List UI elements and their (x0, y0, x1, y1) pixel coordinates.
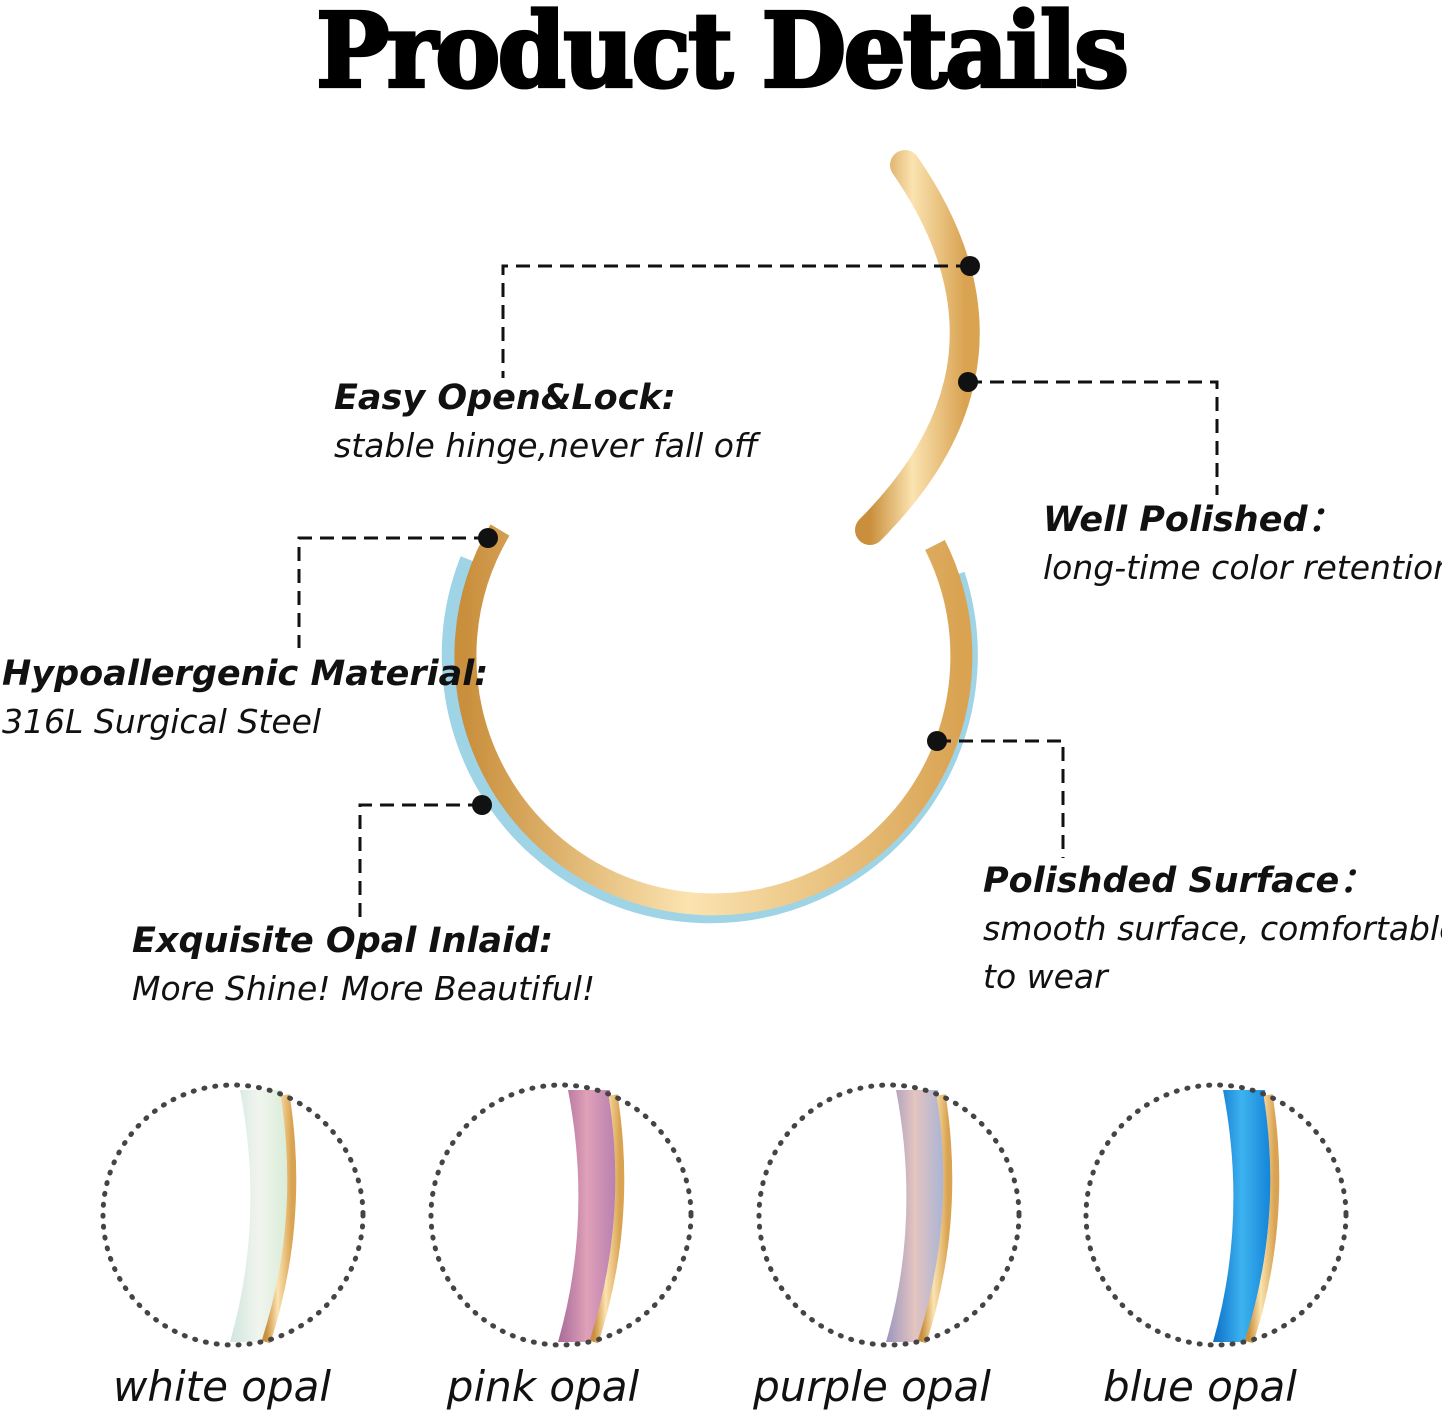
callout-heading: Easy Open&Lock: (334, 378, 676, 418)
callout-heading: Exquisite Opal Inlaid: (132, 921, 554, 961)
callout-lines (297, 264, 1219, 918)
callout-surface: Polishded Surface： smooth surface, comfo… (983, 857, 1442, 1001)
callout-well-polished: Well Polished： long-time color retention (1043, 496, 1442, 592)
swatch-white-opal (100, 1082, 366, 1348)
variant-label-white: white opal (112, 1362, 332, 1411)
callout-text-2: to wear (983, 957, 1108, 996)
page-title: Product Details (314, 0, 1130, 113)
callout-text: stable hinge,never fall off (334, 426, 758, 465)
callout-heading: Polishded Surface： (983, 861, 1375, 901)
swatch-purple-opal (756, 1082, 1022, 1348)
variant-label-blue: blue opal (1103, 1362, 1297, 1411)
opal-inlay (441, 556, 978, 924)
callout-text: smooth surface, comfortable (983, 909, 1442, 948)
variant-label-purple: purple opal (753, 1362, 991, 1411)
ring-hinge-segment (855, 150, 980, 545)
variant-label-pink: pink opal (446, 1362, 640, 1411)
callout-text: long-time color retention (1043, 548, 1442, 587)
callout-heading: Well Polished： (1043, 500, 1343, 540)
variant-swatches (100, 1082, 1349, 1348)
swatch-pink-opal (428, 1082, 694, 1348)
swatch-blue-opal (1083, 1082, 1349, 1348)
ring-lower (454, 524, 973, 916)
callout-material: Hypoallergenic Material: 316L Surgical S… (2, 650, 488, 746)
callout-open-lock: Easy Open&Lock: stable hinge,never fall … (334, 374, 758, 470)
callout-heading: Hypoallergenic Material: (2, 654, 489, 694)
callout-text: 316L Surgical Steel (2, 702, 322, 741)
callout-dots (472, 256, 980, 815)
callout-opal-inlaid: Exquisite Opal Inlaid: More Shine! More … (132, 917, 595, 1013)
callout-text: More Shine! More Beautiful! (132, 969, 596, 1008)
